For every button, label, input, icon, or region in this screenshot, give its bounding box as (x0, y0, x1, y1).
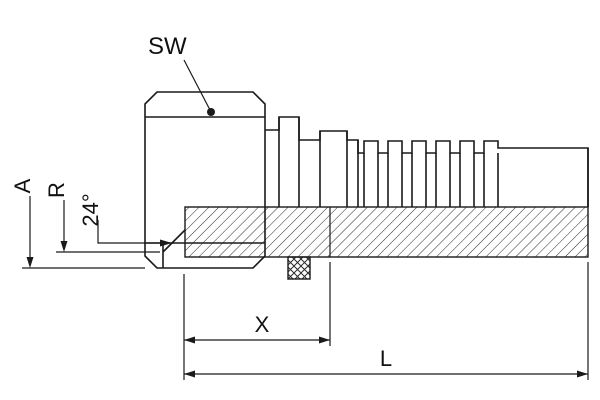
x-dimension-lines (183, 262, 331, 380)
dim-l: L (184, 262, 589, 380)
dim-r: R (44, 182, 160, 253)
sw-leader-line (183, 59, 211, 111)
a-dimension-lines (22, 196, 145, 269)
cone-angle-leader (97, 220, 160, 244)
fitting-outline (144, 91, 589, 269)
r-dimension-lines (56, 200, 160, 253)
dim-x: X (183, 262, 331, 380)
sw-leader-dot (207, 108, 215, 116)
x-label: X (255, 312, 270, 337)
r-label: R (44, 182, 69, 198)
x-arrowhead-left (184, 336, 195, 344)
callout-sw: SW (148, 33, 215, 116)
r-arrowhead (60, 241, 68, 252)
silhouette-edge-lines (278, 117, 589, 207)
hex-nut-outline (144, 91, 266, 269)
l-arrowhead-right (577, 370, 588, 378)
seal-ring-section (287, 256, 311, 280)
a-arrowhead (26, 257, 34, 268)
l-arrowhead-left (184, 370, 195, 378)
section-hatch (184, 206, 589, 280)
x-arrowhead-right (319, 336, 330, 344)
sw-label: SW (148, 33, 187, 60)
l-label: L (380, 346, 392, 371)
hatched-bore-band (184, 206, 589, 258)
dim-a: A (10, 178, 145, 269)
cone-seat-detail (162, 229, 186, 268)
cone-angle-label: 24° (78, 193, 103, 226)
cone-angle-arrowhead (160, 239, 172, 247)
a-label: A (10, 178, 35, 193)
dim-cone-angle: 24° (78, 193, 172, 247)
l-dimension-lines (184, 262, 589, 380)
